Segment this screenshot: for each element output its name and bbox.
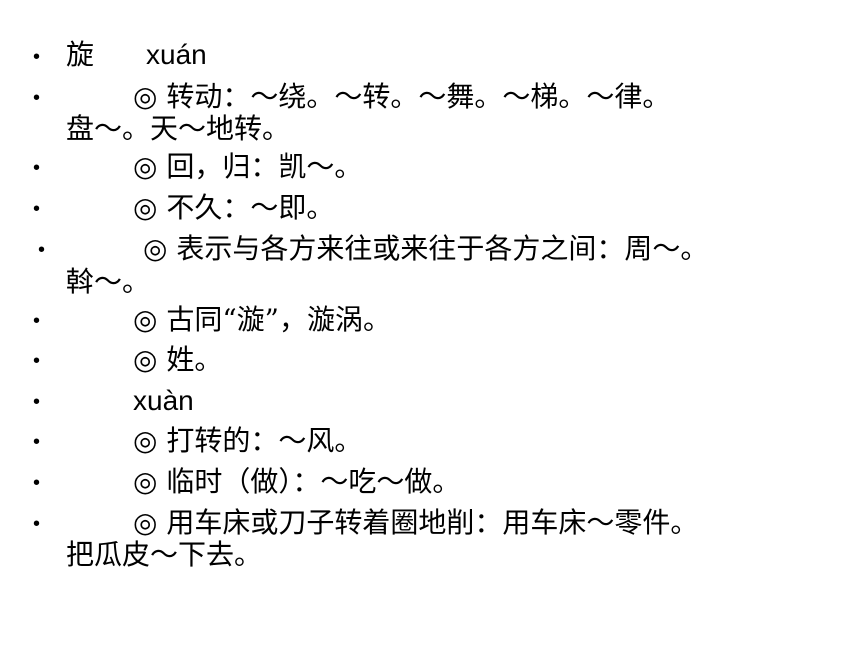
pinyin-reading: xuán [146,39,207,70]
bullet: • [33,472,41,494]
bullet: • [33,391,41,413]
definition-line: ◎ 用车床或刀子转着圈地削：用车床～零件。 [133,506,699,539]
pinyin-reading: xuàn [133,385,194,416]
definition-line: ◎ 打转的：～风。 [133,424,363,457]
bullet: • [38,239,46,261]
definition-continuation: 斡～。 [66,265,151,298]
bullet: • [33,350,41,372]
definition-continuation: 把瓜皮～下去。 [66,538,263,571]
definition-continuation: 盘～。天～地转。 [66,112,291,145]
definition-line: ◎ 转动：～绕。～转。～舞。～梯。～律。 [133,80,671,113]
definition-line: ◎ 古同“漩”，漩涡。 [133,303,391,336]
bullet: • [33,87,41,109]
entry-heading: 旋 xuán [66,38,826,71]
bullet: • [33,46,41,68]
bullet: • [33,198,41,220]
definition-line: ◎ 姓。 [133,343,223,376]
bullet: • [33,310,41,332]
character-headword: 旋 [66,38,95,71]
definition-line: ◎ 临时（做）：～吃～做。 [133,465,461,498]
definition-line: ◎ 不久：～即。 [133,191,335,224]
bullet: • [33,513,41,535]
bullet: • [33,431,41,453]
bullet: • [33,157,41,179]
definition-line: ◎ 回，归：凯～。 [133,150,363,183]
definition-line: ◎ 表示与各方来往或来往于各方之间：周～。 [143,232,709,265]
